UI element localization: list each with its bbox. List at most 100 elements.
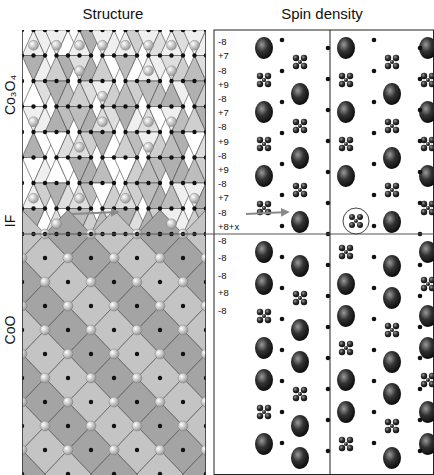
oxygen-dot <box>77 206 81 210</box>
spin-petal <box>293 127 299 133</box>
cation-sphere <box>155 301 165 311</box>
spin-petal <box>262 206 266 210</box>
spin-moment-number: -8 <box>218 151 226 161</box>
cation-sphere <box>40 373 50 383</box>
oxygen-dot <box>181 53 185 57</box>
crystal-structure <box>22 30 206 475</box>
oxygen-dot <box>43 206 47 210</box>
spin-petal <box>385 427 391 433</box>
atom-dot <box>372 441 377 446</box>
oxygen-dot <box>158 181 162 185</box>
spin-cross <box>421 277 434 291</box>
oxygen-dot <box>135 181 139 185</box>
cation-sphere <box>132 373 142 383</box>
atom-dot <box>280 100 285 105</box>
oxygen-dot <box>66 280 70 284</box>
oxygen-dot <box>135 79 139 83</box>
spin-moment-number: -8 <box>218 37 226 47</box>
spin-lobe <box>337 273 355 295</box>
spin-petal <box>349 214 355 220</box>
spin-lobe <box>419 305 434 327</box>
oxygen-dot <box>112 30 116 32</box>
spin-petal <box>265 81 271 87</box>
spin-petal <box>393 183 399 189</box>
spin-petal <box>262 410 266 414</box>
oxygen-dot <box>89 155 93 159</box>
tetrahedron <box>195 158 207 184</box>
spin-petal <box>385 323 391 329</box>
oxygen-dot <box>31 155 35 159</box>
spin-petal <box>339 349 345 355</box>
cation-sphere <box>29 117 39 127</box>
spin-petal <box>390 328 394 332</box>
spin-cross <box>257 309 271 323</box>
atom-dot <box>372 348 377 353</box>
spin-lobe <box>255 337 273 359</box>
oxygen-dot <box>43 352 47 356</box>
spin-petal <box>357 222 363 228</box>
spin-petal <box>257 81 263 87</box>
atom-dot <box>280 193 285 198</box>
oxygen-dot <box>43 79 47 83</box>
oxygen-dot <box>135 256 139 260</box>
oxygen-dot <box>181 304 185 308</box>
spin-petal <box>357 214 363 220</box>
spin-lobe <box>383 287 401 309</box>
spin-lobe <box>291 83 309 105</box>
spin-lobe <box>291 351 309 373</box>
spin-petal <box>385 55 391 61</box>
spin-petal <box>265 73 271 79</box>
spin-lobe <box>383 255 401 277</box>
oxygen-dot <box>54 155 58 159</box>
spin-petal <box>339 445 345 451</box>
spin-cross <box>257 73 271 87</box>
spin-petal <box>344 142 348 146</box>
cation-sphere <box>40 325 50 335</box>
spin-petal <box>339 341 345 347</box>
spin-petal <box>429 201 434 207</box>
spin-cross <box>293 387 307 401</box>
oxygen-dot <box>112 328 116 332</box>
region-label: IF <box>3 215 17 227</box>
spin-petal <box>301 55 307 61</box>
atom-dot <box>280 38 285 43</box>
spin-cross <box>293 55 307 69</box>
cation-sphere <box>86 277 96 287</box>
spin-lobe <box>255 369 273 391</box>
atom-dot <box>280 224 285 229</box>
oxygen-dot <box>158 328 162 332</box>
spin-moment-number: -8 <box>218 66 226 76</box>
oxygen-dot <box>181 400 185 404</box>
spin-lobe <box>255 433 273 455</box>
cation-sphere <box>121 193 131 203</box>
cation-sphere <box>109 301 119 311</box>
atom-dot <box>372 162 377 167</box>
atom-dot <box>372 193 377 198</box>
oxygen-dot <box>100 79 104 83</box>
oxygen-dot <box>146 130 150 134</box>
oxygen-dot <box>192 30 196 32</box>
spin-lobe <box>419 101 434 123</box>
cation-sphere <box>178 373 188 383</box>
spin-petal <box>298 188 302 192</box>
oxygen-dot <box>123 53 127 57</box>
spin-petal <box>385 183 391 189</box>
spin-petal <box>354 219 358 223</box>
cation-sphere <box>52 219 62 229</box>
spin-petal <box>339 81 345 87</box>
spin-petal <box>393 63 399 69</box>
spin-petal <box>347 349 353 355</box>
oxygen-dot <box>31 53 35 57</box>
oxygen-dot <box>66 376 70 380</box>
cell-edge <box>205 30 206 475</box>
panel-title: Structure <box>83 6 144 21</box>
spin-petal <box>301 119 307 125</box>
spin-petal <box>390 188 394 192</box>
spin-petal <box>393 427 399 433</box>
atom-dot <box>372 69 377 74</box>
spin-petal <box>421 145 427 151</box>
oxygen-dot <box>123 130 127 134</box>
oxygen-dot <box>89 53 93 57</box>
spin-petal <box>257 405 263 411</box>
cation-sphere <box>190 193 200 203</box>
